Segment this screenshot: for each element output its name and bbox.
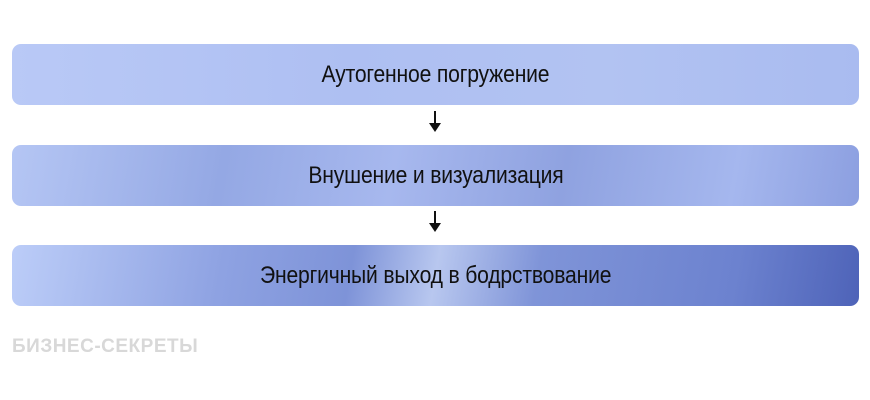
step-3-box: Энергичный выход в бодрствование (12, 245, 859, 306)
step-3-label: Энергичный выход в бодрствование (259, 261, 612, 289)
step-1-box: Аутогенное погружение (12, 44, 859, 105)
arrow-down-icon (429, 211, 441, 232)
step-1-label: Аутогенное погружение (321, 60, 550, 88)
step-2-box: Внушение и визуализация (12, 145, 859, 206)
arrow-down-icon (429, 111, 441, 132)
step-2-label: Внушение и визуализация (307, 161, 564, 189)
watermark-logo: БИЗНЕС-СЕКРЕТЫ (12, 336, 199, 357)
